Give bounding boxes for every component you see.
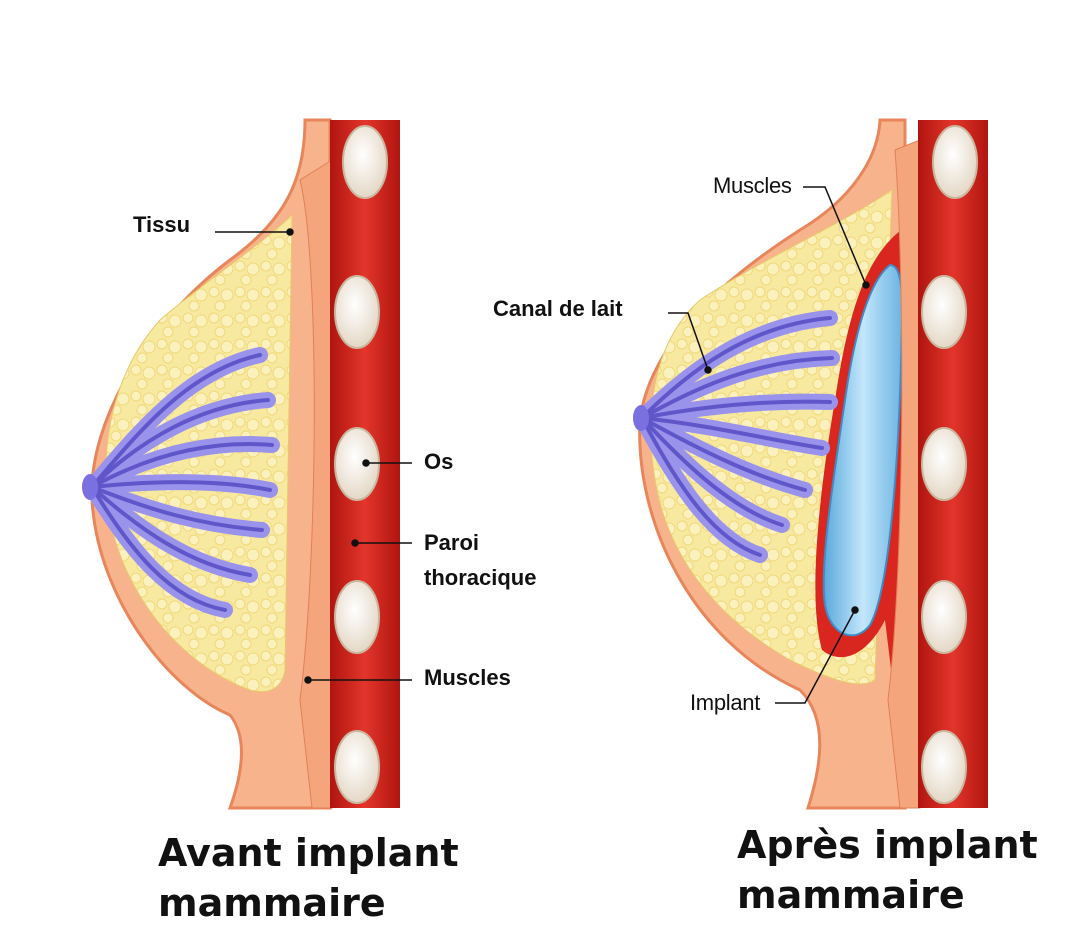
caption-before-line2: mammaire (158, 881, 386, 925)
right-leader-lines (668, 186, 870, 704)
caption-before-line1: Avant implant (158, 831, 459, 875)
label-milk-duct: Canal de lait (493, 296, 623, 321)
label-tissue: Tissu (133, 212, 191, 237)
left-breast-before-implant (82, 118, 412, 810)
label-muscles-right: Muscles (713, 173, 792, 198)
left-ribs (334, 125, 388, 804)
left-milk-ducts (84, 347, 280, 618)
label-implant: Implant (690, 690, 761, 715)
label-chest-wall-line2: thoracique (424, 565, 537, 590)
right-muscle-sheet (887, 139, 921, 809)
left-pectoral-muscle (299, 159, 333, 809)
label-bone: Os (424, 449, 454, 474)
caption-after: Après implant mammaire (737, 820, 1038, 920)
right-breast-after-implant (633, 118, 988, 810)
caption-after-line2: mammaire (737, 873, 965, 917)
left-leader-lines (215, 228, 412, 684)
label-chest-wall-line1: Paroi (424, 530, 480, 555)
right-milk-ducts (634, 310, 840, 563)
label-muscles-left: Muscles (424, 665, 511, 690)
caption-before: Avant implant mammaire (158, 828, 459, 928)
right-ribs (921, 125, 978, 804)
caption-after-line1: Après implant (737, 823, 1038, 867)
right-nipple (633, 405, 649, 431)
left-nipple (82, 474, 98, 500)
